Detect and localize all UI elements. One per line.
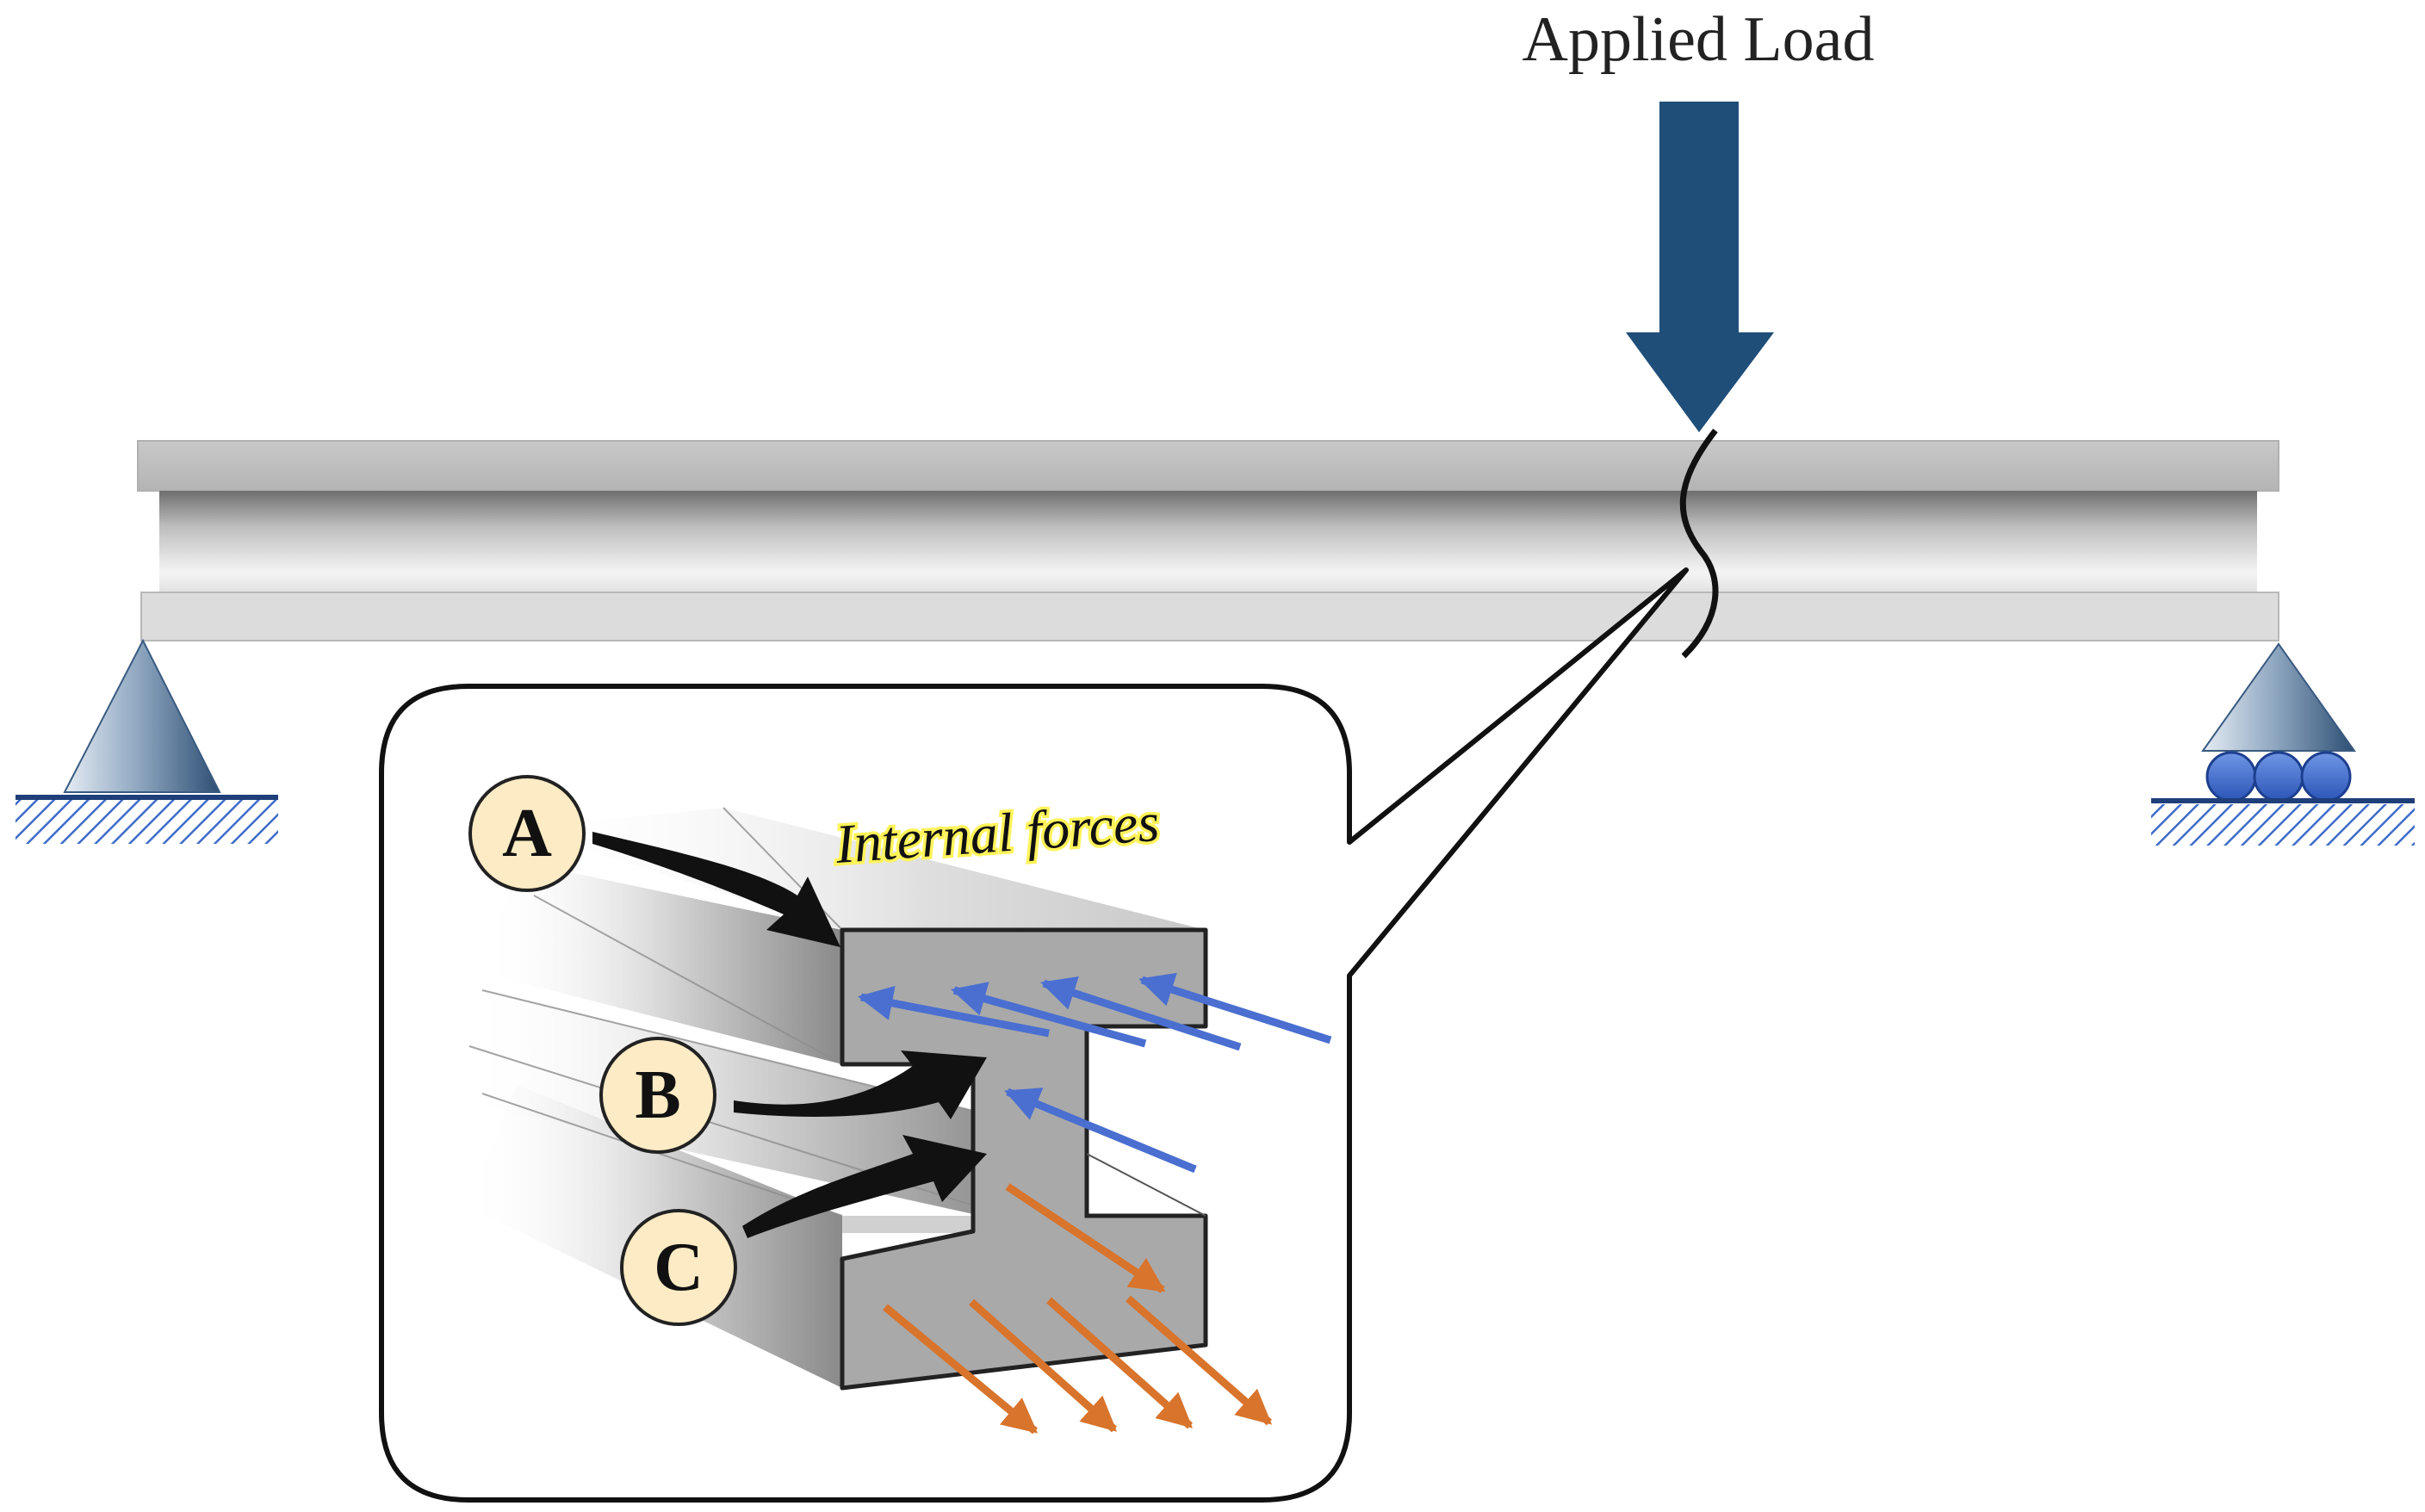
marker-b: B	[599, 1037, 716, 1154]
pin-support-icon	[16, 638, 278, 844]
roller-1	[2205, 751, 2257, 802]
load-arrow-icon	[1626, 102, 1774, 432]
tension-arrow-3	[969, 1298, 1118, 1433]
pointer-arrow-c	[742, 1135, 987, 1238]
i-beam	[137, 440, 2279, 641]
pointer-arrows	[592, 832, 987, 1238]
tension-arrow-4	[1046, 1297, 1194, 1429]
pointer-arrow-a	[592, 832, 840, 947]
marker-a: A	[468, 775, 586, 892]
beam-top-flange	[137, 440, 2279, 492]
roller-3	[2300, 751, 2352, 802]
compression-arrow-5	[1004, 1088, 1197, 1174]
pointer-arrow-b	[734, 1050, 987, 1119]
tension-arrow-1	[1005, 1183, 1166, 1293]
roller-2	[2253, 751, 2304, 802]
roller-support-icon	[2151, 642, 2415, 846]
marker-c-label: C	[654, 1230, 704, 1305]
marker-b-label: B	[635, 1057, 680, 1133]
compression-arrows	[858, 972, 1332, 1174]
tension-arrow-5	[1126, 1295, 1273, 1426]
tension-arrow-2	[883, 1304, 1039, 1435]
beam-bottom-flange	[140, 592, 2279, 641]
section-cut-line	[1679, 428, 1719, 659]
marker-c: C	[620, 1209, 737, 1326]
tension-arrows	[883, 1183, 1273, 1435]
compression-arrow-2	[951, 982, 1147, 1048]
compression-arrow-3	[1040, 976, 1242, 1051]
applied-load-label: Applied Load	[1523, 4, 1875, 75]
beam-web	[159, 491, 2257, 592]
compression-arrow-4	[1138, 972, 1332, 1044]
marker-a-label: A	[502, 796, 552, 871]
